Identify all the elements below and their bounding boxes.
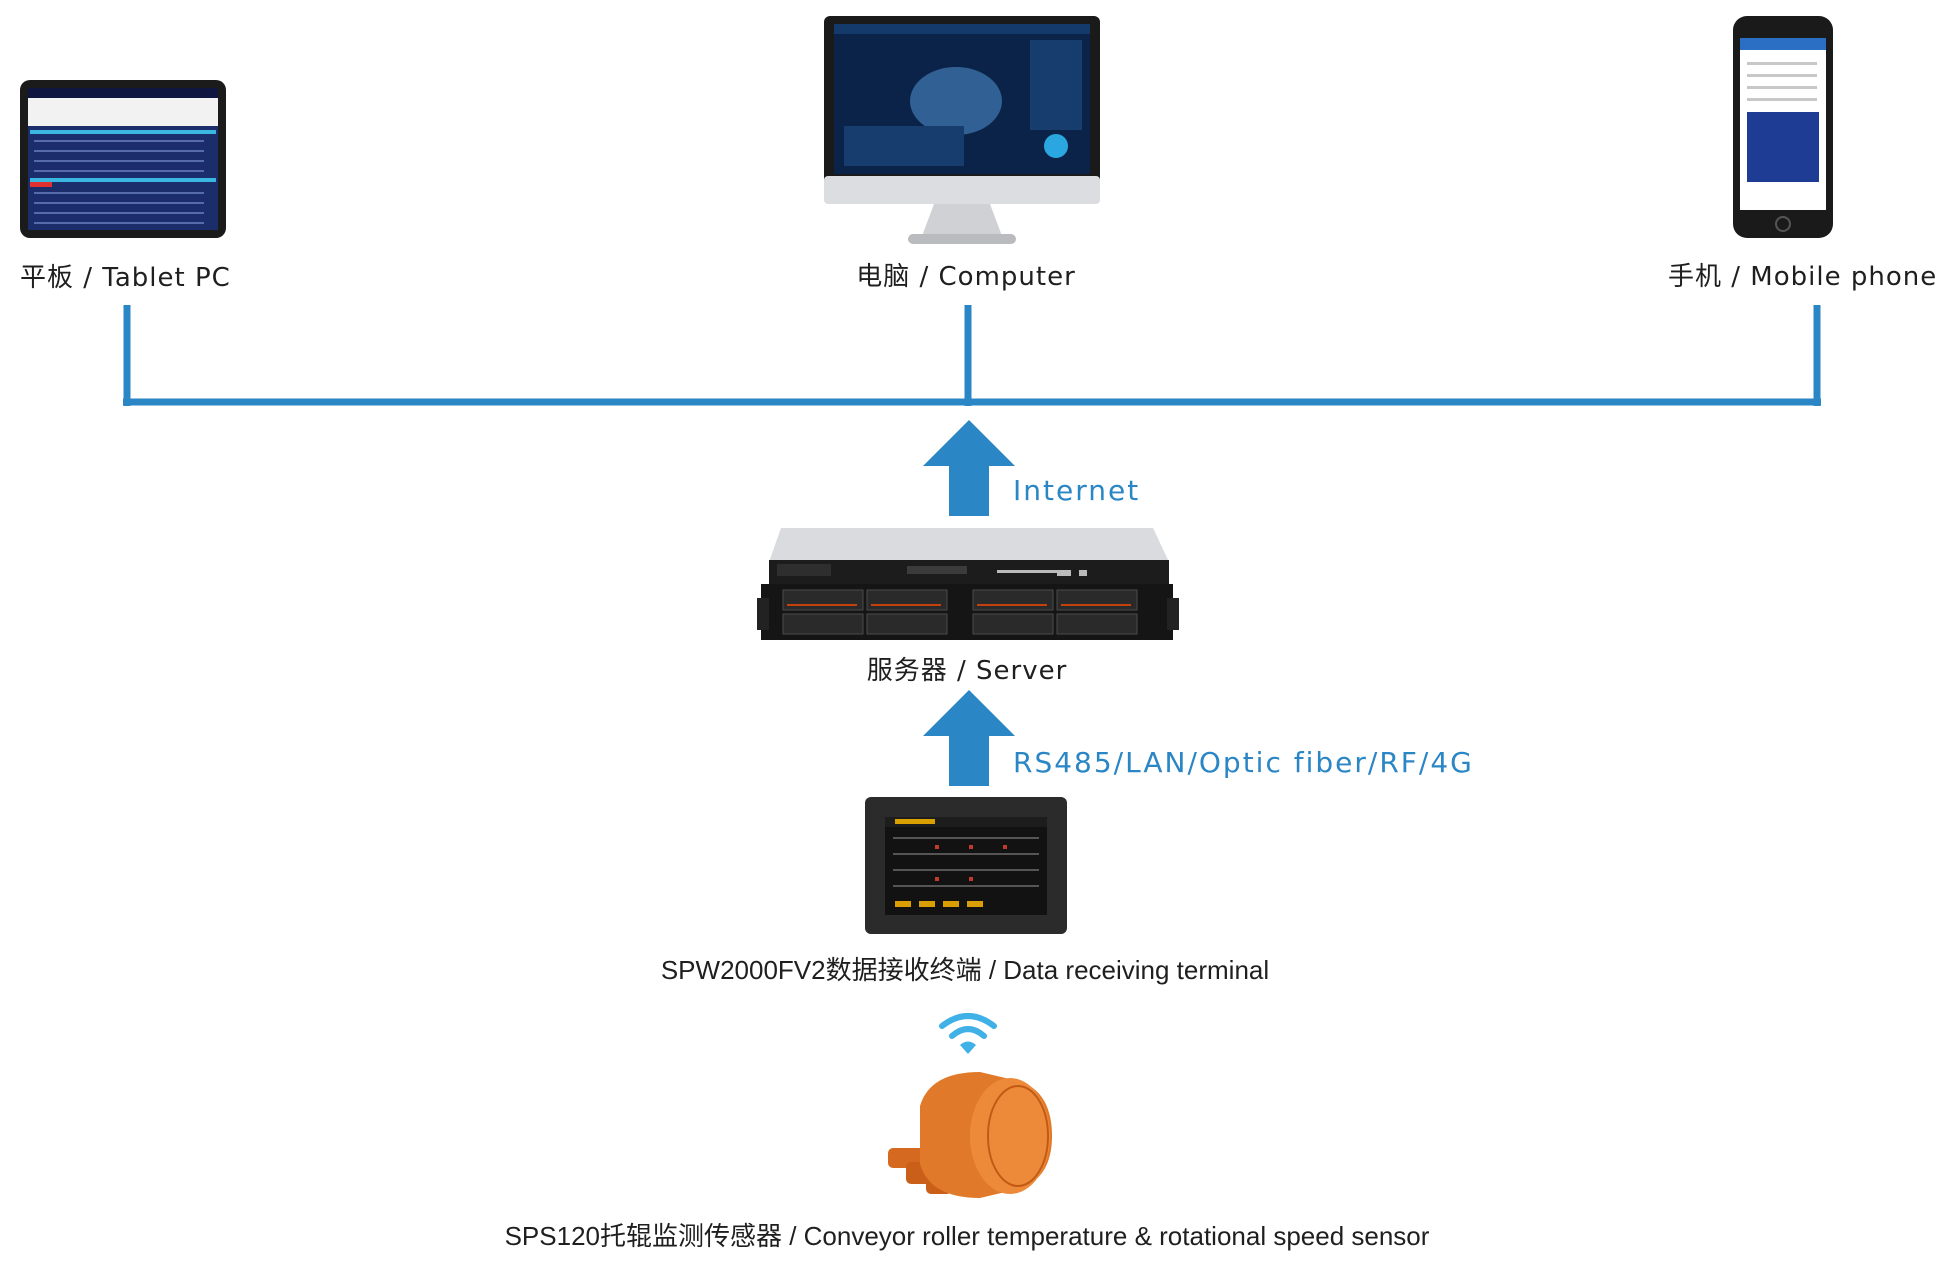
field-link-label: RS485/LAN/Optic fiber/RF/4G [1013,746,1474,779]
sensor-label: SPS120托辊监测传感器 / Conveyor roller temperat… [504,1221,1430,1251]
internet-label: Internet [1013,474,1141,507]
phone-illustration [1733,16,1833,238]
computer-label: 电脑 / Computer [856,262,1076,292]
up-arrow-icon [923,690,1015,786]
phone-label: 手机 / Mobile phone [1668,262,1938,292]
wifi-icon [939,1013,997,1054]
computer-illustration [824,16,1100,244]
server-label: 服务器 / Server [866,656,1068,686]
up-arrow-icon [923,420,1015,516]
terminal-label: SPW2000FV2数据接收终端 / Data receiving termin… [660,955,1270,985]
terminal-illustration [865,797,1067,934]
tablet-label: 平板 / Tablet PC [20,263,231,293]
server-illustration [757,528,1179,640]
sensor-illustration [888,1072,1052,1198]
tablet-illustration [20,80,226,238]
